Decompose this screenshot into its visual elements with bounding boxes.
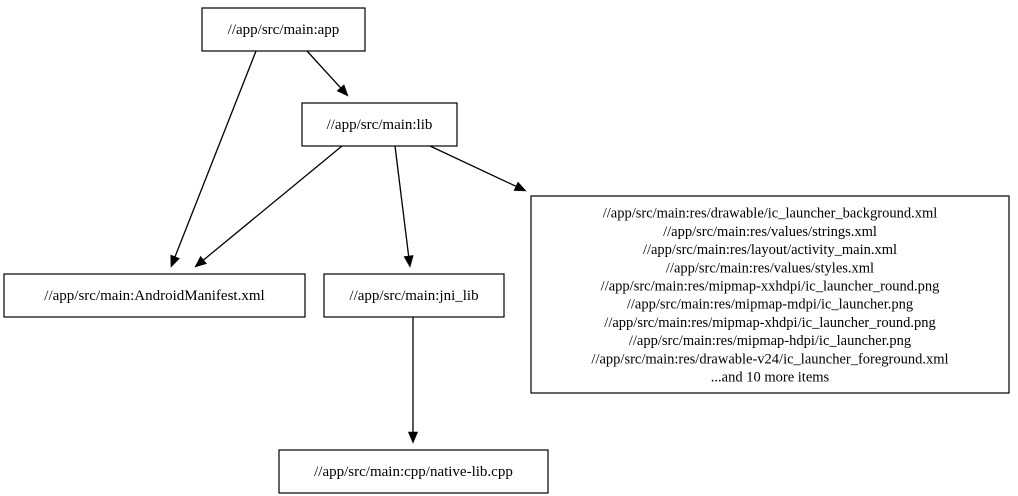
edge-app-to-manifest bbox=[170, 50, 257, 268]
node-app[interactable]: //app/src/main:app bbox=[201, 7, 366, 52]
edge-lib-to-resources bbox=[429, 145, 527, 192]
edge-lib-to-resources-shaft bbox=[429, 145, 517, 187]
node-resources-group-line-9: ...and 10 more items bbox=[711, 369, 830, 385]
edge-app-to-manifest-arrowhead-icon bbox=[170, 254, 180, 268]
edge-lib-to-resources-arrowhead-icon bbox=[513, 181, 527, 192]
edge-lib-to-manifest bbox=[194, 145, 343, 268]
node-jni-lib-label: //app/src/main:jni_lib bbox=[349, 288, 478, 304]
edge-jni-lib-to-native-lib-arrowhead-icon bbox=[407, 431, 419, 444]
node-resources-group-box[interactable] bbox=[530, 195, 1010, 394]
edge-app-to-lib-arrowhead-icon bbox=[336, 84, 349, 97]
node-android-manifest-label: //app/src/main:AndroidManifest.xml bbox=[44, 288, 264, 304]
node-lib[interactable]: //app/src/main:lib bbox=[301, 102, 458, 147]
node-resources-group-line-6: //app/src/main:res/mipmap-xhdpi/ic_launc… bbox=[604, 315, 935, 331]
node-resources-group-line-3: //app/src/main:res/values/styles.xml bbox=[666, 260, 874, 276]
node-jni-lib-box[interactable] bbox=[323, 273, 505, 318]
node-app-box[interactable] bbox=[201, 7, 366, 52]
node-resources-group-line-1: //app/src/main:res/values/strings.xml bbox=[663, 224, 877, 240]
edge-lib-to-jni-lib bbox=[394, 145, 414, 268]
node-lib-label: //app/src/main:lib bbox=[327, 117, 433, 133]
edge-app-to-lib bbox=[306, 50, 349, 97]
node-native-lib-cpp-box[interactable] bbox=[278, 449, 549, 494]
edge-app-to-manifest-shaft bbox=[174, 50, 257, 258]
node-resources-group-line-8: //app/src/main:res/drawable-v24/ic_launc… bbox=[591, 351, 948, 367]
edge-lib-to-manifest-shaft bbox=[203, 145, 343, 261]
edge-jni-lib-to-native-lib bbox=[407, 317, 419, 444]
node-android-manifest-box[interactable] bbox=[3, 273, 306, 318]
edge-app-to-lib-shaft bbox=[306, 50, 342, 89]
node-android-manifest[interactable]: //app/src/main:AndroidManifest.xml bbox=[3, 273, 306, 318]
node-jni-lib[interactable]: //app/src/main:jni_lib bbox=[323, 273, 505, 318]
node-native-lib-cpp-label: //app/src/main:cpp/native-lib.cpp bbox=[314, 464, 513, 480]
edge-lib-to-manifest-arrowhead-icon bbox=[194, 255, 207, 268]
node-resources-group-line-2: //app/src/main:res/layout/activity_main.… bbox=[643, 242, 897, 258]
node-native-lib-cpp[interactable]: //app/src/main:cpp/native-lib.cpp bbox=[278, 449, 549, 494]
node-resources-group-line-0: //app/src/main:res/drawable/ic_launcher_… bbox=[603, 206, 938, 222]
edge-lib-to-jni-lib-shaft bbox=[394, 145, 410, 257]
nodes-layer: //app/src/main:app //app/src/main:lib //ap… bbox=[3, 7, 1010, 494]
node-lib-box[interactable] bbox=[301, 102, 458, 147]
node-resources-group[interactable]: //app/src/main:res/drawable/ic_launcher_… bbox=[530, 195, 1010, 394]
node-resources-group-line-5: //app/src/main:res/mipmap-mdpi/ic_launch… bbox=[627, 297, 913, 313]
edge-lib-to-jni-lib-arrowhead-icon bbox=[403, 255, 414, 268]
node-resources-group-line-4: //app/src/main:res/mipmap-xxhdpi/ic_laun… bbox=[601, 278, 940, 294]
edges-layer bbox=[170, 50, 527, 444]
node-app-label: //app/src/main:app bbox=[228, 22, 340, 38]
node-resources-group-line-7: //app/src/main:res/mipmap-hdpi/ic_launch… bbox=[629, 333, 911, 349]
